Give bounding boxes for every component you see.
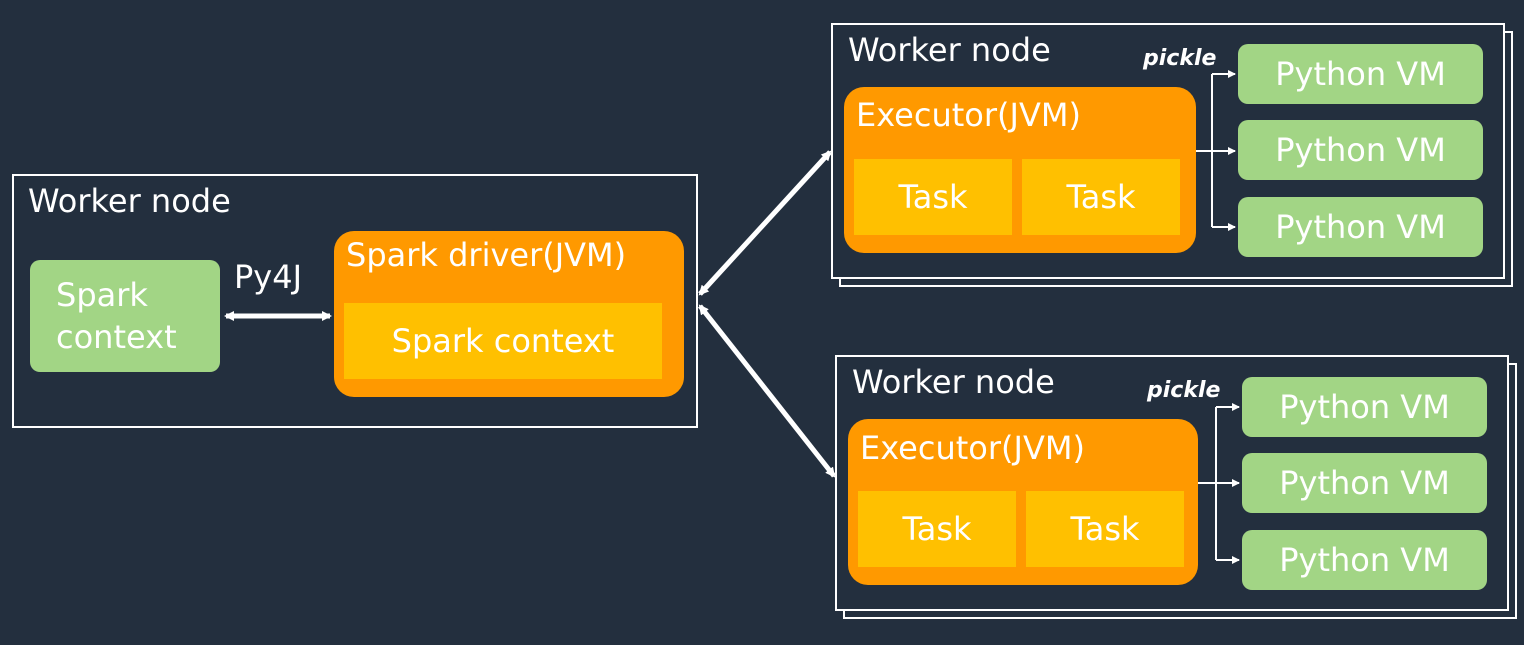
worker-1-python-vm-3: Python VM bbox=[1238, 197, 1483, 257]
worker-1-fanout bbox=[1196, 70, 1236, 231]
worker-1-pickle-label: pickle bbox=[1143, 46, 1217, 71]
spark-context-label: Spark context bbox=[56, 276, 177, 356]
worker-2-executor-title: Executor(JVM) bbox=[860, 429, 1085, 467]
worker-2-python-vm-1-label: Python VM bbox=[1279, 388, 1450, 426]
worker-2-python-vm-3-label: Python VM bbox=[1279, 541, 1450, 579]
worker-2-task-1: Task bbox=[858, 491, 1016, 567]
driver-worker-1-arrow bbox=[698, 150, 832, 296]
py4j-label: Py4J bbox=[234, 258, 303, 296]
driver-worker-2-arrow bbox=[698, 304, 836, 478]
worker-1-task-1: Task bbox=[854, 159, 1012, 235]
worker-2-python-vm-2: Python VM bbox=[1242, 453, 1487, 513]
spark-context-box: Spark context bbox=[30, 260, 220, 372]
worker-2-python-vm-3: Python VM bbox=[1242, 530, 1487, 590]
worker-2-task-2: Task bbox=[1026, 491, 1184, 567]
worker-1-task-2-label: Task bbox=[1066, 178, 1136, 216]
worker-1-task-2: Task bbox=[1022, 159, 1180, 235]
worker-2-task-1-label: Task bbox=[902, 510, 972, 548]
driver-spark-context-label: Spark context bbox=[391, 322, 615, 360]
worker-1-python-vm-2: Python VM bbox=[1238, 120, 1483, 180]
worker-1-executor-title: Executor(JVM) bbox=[856, 96, 1081, 134]
worker-2-fanout bbox=[1198, 403, 1240, 564]
worker-node-1-title: Worker node bbox=[848, 31, 1051, 69]
worker-node-2-title: Worker node bbox=[852, 363, 1055, 401]
worker-2-python-vm-2-label: Python VM bbox=[1279, 464, 1450, 502]
worker-1-python-vm-1: Python VM bbox=[1238, 44, 1483, 104]
spark-driver-title: Spark driver(JVM) bbox=[346, 236, 627, 274]
driver-worker-node-title: Worker node bbox=[28, 182, 231, 220]
worker-2-task-2-label: Task bbox=[1070, 510, 1140, 548]
worker-2-python-vm-1: Python VM bbox=[1242, 377, 1487, 437]
worker-1-python-vm-3-label: Python VM bbox=[1275, 208, 1446, 246]
worker-2-pickle-label: pickle bbox=[1147, 378, 1221, 403]
worker-1-task-1-label: Task bbox=[898, 178, 968, 216]
driver-spark-context-box: Spark context bbox=[344, 303, 662, 379]
worker-1-python-vm-2-label: Python VM bbox=[1275, 131, 1446, 169]
worker-1-python-vm-1-label: Python VM bbox=[1275, 55, 1446, 93]
